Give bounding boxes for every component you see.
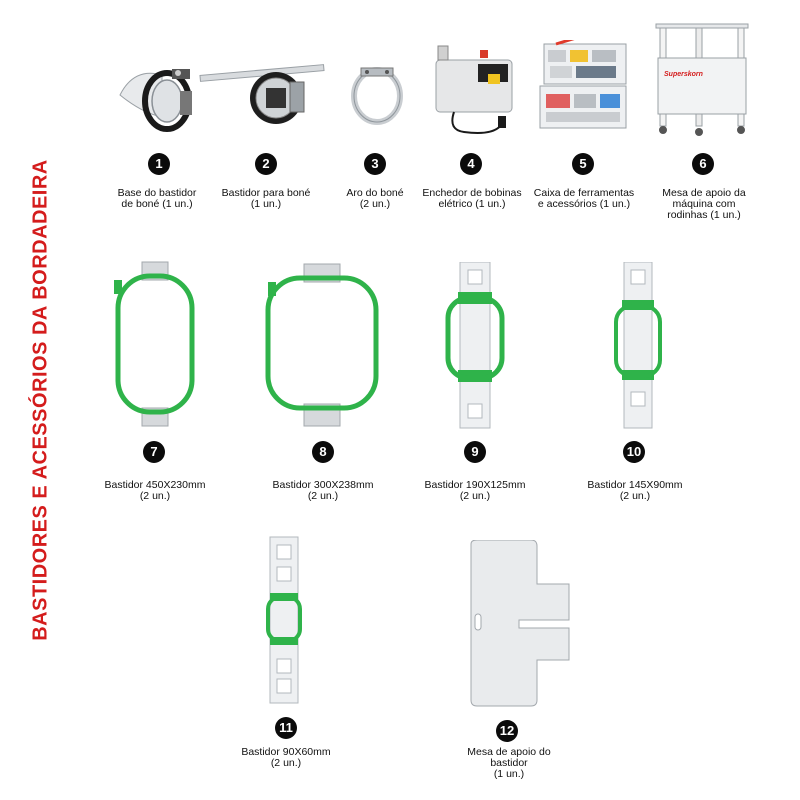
- machine-stand-icon: Superskorn: [650, 20, 754, 138]
- caption-line2: (1 un.): [250, 198, 282, 210]
- caption-line2: (2 un.): [359, 198, 391, 210]
- item-number-badge: 2: [255, 153, 277, 175]
- caption-line1: Bastidor 190X125mm: [424, 479, 526, 491]
- caption-line2: (2 un.): [459, 490, 491, 502]
- caption-line1: Base do bastidor: [117, 187, 197, 199]
- hoop-300x238-icon: [262, 260, 382, 430]
- item-number-badge: 5: [572, 153, 594, 175]
- caption-line1: Aro do boné: [346, 187, 404, 199]
- caption-line2: elétrico (1 un.): [438, 198, 506, 210]
- item-caption: Bastidor 300X238mm(2 un.): [263, 480, 383, 502]
- item-caption: Aro do boné(2 un.): [330, 188, 420, 210]
- item-caption: Bastidor 145X90mm(2 un.): [575, 480, 695, 502]
- caption-line1: Bastidor 90X60mm: [241, 746, 331, 758]
- hoop-145x90-icon: [608, 262, 668, 430]
- caption-line2: (2 un.): [270, 757, 302, 769]
- hoop-90x60-icon: [260, 535, 310, 705]
- toolbox-icon: [536, 40, 632, 132]
- caption-line1: Bastidor 145X90mm: [587, 479, 683, 491]
- item-number-badge: 12: [496, 720, 518, 742]
- caption-line2: máquina com: [672, 198, 736, 210]
- caption-line3: (1 un.): [493, 768, 525, 780]
- item-number-badge: 7: [143, 441, 165, 463]
- caption-line1: Bastidor para boné: [221, 187, 311, 199]
- item-number-badge: 6: [692, 153, 714, 175]
- caption-line1: Caixa de ferramentas: [533, 187, 635, 199]
- caption-line1: Enchedor de bobinas: [422, 187, 522, 199]
- item-number-badge: 1: [148, 153, 170, 175]
- caption-line2: (2 un.): [139, 490, 171, 502]
- caption-line2: bastidor: [490, 757, 528, 769]
- caption-line2: (2 un.): [307, 490, 339, 502]
- caption-line1: Mesa de apoio do: [467, 746, 551, 758]
- item-number-badge: 11: [275, 717, 297, 739]
- caption-line2: e acessórios (1 un.): [537, 198, 631, 210]
- caption-line1: Bastidor 450X230mm: [104, 479, 206, 491]
- cap-hoop-base-icon: [112, 55, 202, 135]
- page-title: BASTIDORES E ACESSÓRIOS DA BORDADEIRA: [29, 159, 52, 641]
- caption-line1: Mesa de apoio da: [662, 187, 746, 199]
- caption-line2: (2 un.): [619, 490, 651, 502]
- caption-line3: rodinhas (1 un.): [667, 209, 741, 221]
- item-caption: Bastidor 190X125mm(2 un.): [415, 480, 535, 502]
- caption-line1: Bastidor 300X238mm: [272, 479, 374, 491]
- hoop-190x125-icon: [440, 262, 510, 430]
- item-number-badge: 8: [312, 441, 334, 463]
- caption-line2: de boné (1 un.): [121, 198, 193, 210]
- item-number-badge: 10: [623, 441, 645, 463]
- cap-ring-icon: [347, 62, 407, 128]
- item-number-badge: 9: [464, 441, 486, 463]
- item-number-badge: 3: [364, 153, 386, 175]
- item-caption: Bastidor 90X60mm(2 un.): [231, 747, 341, 769]
- hoop-450x230-icon: [110, 260, 200, 430]
- brand-logo: Superskorn: [664, 71, 703, 78]
- item-number-badge: 4: [460, 153, 482, 175]
- hoop-support-table-icon: [465, 540, 575, 708]
- item-caption: Bastidor para boné(1 un.): [211, 188, 321, 210]
- cap-hoop-icon: [196, 58, 328, 130]
- item-caption: Bastidor 450X230mm(2 un.): [95, 480, 215, 502]
- bobbin-winder-icon: [424, 40, 520, 140]
